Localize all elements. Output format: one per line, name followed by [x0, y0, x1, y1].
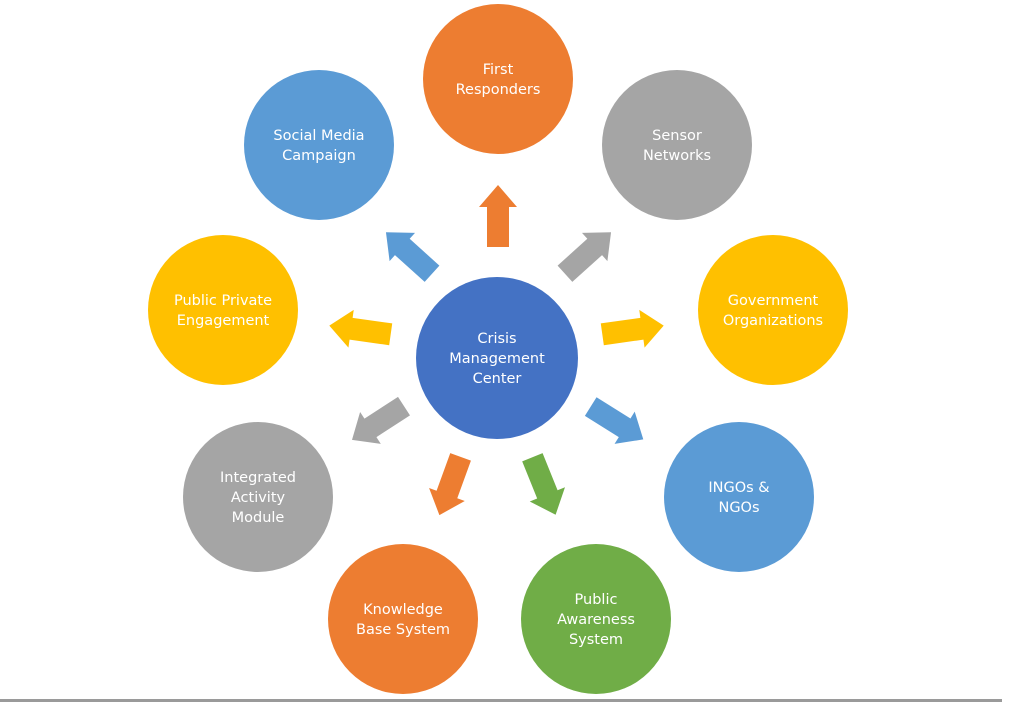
first-responders-circle — [423, 4, 573, 154]
sensor-networks-label-line: Sensor — [652, 128, 702, 144]
arrow-to-knowledge-base-system — [429, 453, 471, 516]
integrated-activity-module-label-line: Integrated — [220, 470, 296, 486]
arrow-to-government-organizations — [600, 309, 664, 348]
social-media-campaign-circle — [244, 70, 394, 220]
public-private-engagement-label-line: Public Private — [174, 293, 272, 309]
arrow-to-public-awareness-system — [522, 453, 565, 515]
public-private-engagement-label-line: Engagement — [177, 313, 270, 329]
ingos-ngos-label: INGOs & NGOs — [708, 480, 769, 516]
arrow-to-sensor-networks — [557, 232, 612, 282]
knowledge-base-system-circle — [328, 544, 478, 694]
first-responders-label-line: Responders — [456, 82, 541, 98]
arrow-to-ingos-ngos — [584, 397, 644, 444]
integrated-activity-module-circle — [183, 422, 333, 572]
arrow-to-first-responders — [479, 185, 517, 247]
crisis-management-center-circle — [416, 277, 578, 439]
sensor-networks-label-line: Networks — [643, 148, 711, 164]
integrated-activity-module-label-line: Activity — [231, 490, 286, 506]
social-media-campaign-label-line: Campaign — [282, 148, 356, 164]
node-ingos-ngos: INGOs & NGOs — [664, 422, 814, 572]
crisis-management-center-label-line: Center — [473, 371, 522, 387]
government-organizations-label-line: Government — [728, 293, 819, 309]
ingos-ngos-circle — [664, 422, 814, 572]
first-responders-label-line: First — [483, 62, 514, 78]
public-awareness-system-label-line: System — [569, 632, 623, 648]
government-organizations-circle — [698, 235, 848, 385]
knowledge-base-system-label-line: Base System — [356, 622, 450, 638]
crisis-management-center-label-line: Management — [449, 351, 545, 367]
crisis-management-center-label-line: Crisis — [477, 331, 516, 347]
ingos-ngos-label-line: INGOs & — [708, 480, 769, 496]
public-private-engagement-circle — [148, 235, 298, 385]
ingos-ngos-label-line: NGOs — [718, 500, 759, 516]
public-awareness-system-label-line: Public — [575, 592, 618, 608]
arrow-to-social-media-campaign — [385, 232, 440, 282]
knowledge-base-system-label-line: Knowledge — [363, 602, 443, 618]
public-awareness-system-circle — [521, 544, 671, 694]
arrow-to-public-private-engagement — [329, 309, 393, 348]
public-awareness-system-label-line: Awareness — [557, 612, 635, 628]
integrated-activity-module-label-line: Module — [232, 510, 285, 526]
government-organizations-label-line: Organizations — [723, 313, 823, 329]
arrow-to-integrated-activity-module — [352, 396, 410, 444]
bottom-divider — [0, 699, 1002, 702]
sensor-networks-circle — [602, 70, 752, 220]
social-media-campaign-label-line: Social Media — [273, 128, 364, 144]
